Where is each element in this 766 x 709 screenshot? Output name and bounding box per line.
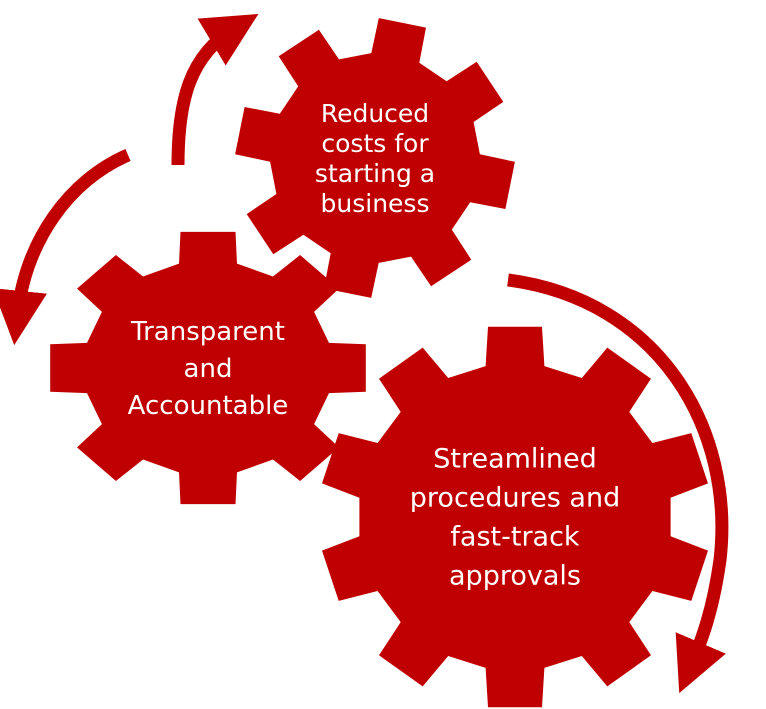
cycle-arrow-top xyxy=(171,13,259,166)
gear-label-line: costs for xyxy=(321,129,429,158)
gear-label-line: and xyxy=(184,354,233,384)
gear-streamlined: Streamlined procedures and fast-track appro… xyxy=(322,326,708,708)
gear-label-line: Streamlined xyxy=(433,444,597,475)
gear-label-line: Accountable xyxy=(128,391,289,421)
gear-label-line: procedures and xyxy=(410,483,620,514)
gear-shape xyxy=(322,326,708,708)
cycle-arrow-right xyxy=(507,273,729,694)
gear-label-line: Reduced xyxy=(321,99,429,128)
gear-label-line: starting a xyxy=(315,159,435,188)
gear-label-line: approvals xyxy=(449,561,581,592)
gear-shape xyxy=(235,18,515,298)
cycle-arrow-left xyxy=(0,149,131,346)
gear-label-line: business xyxy=(321,189,430,218)
gear-label-line: Transparent xyxy=(130,317,285,347)
gear-label-line: fast-track xyxy=(450,522,580,553)
gear-label: Streamlined procedures and fast-track appro… xyxy=(410,444,620,592)
gear-shape xyxy=(50,231,366,505)
